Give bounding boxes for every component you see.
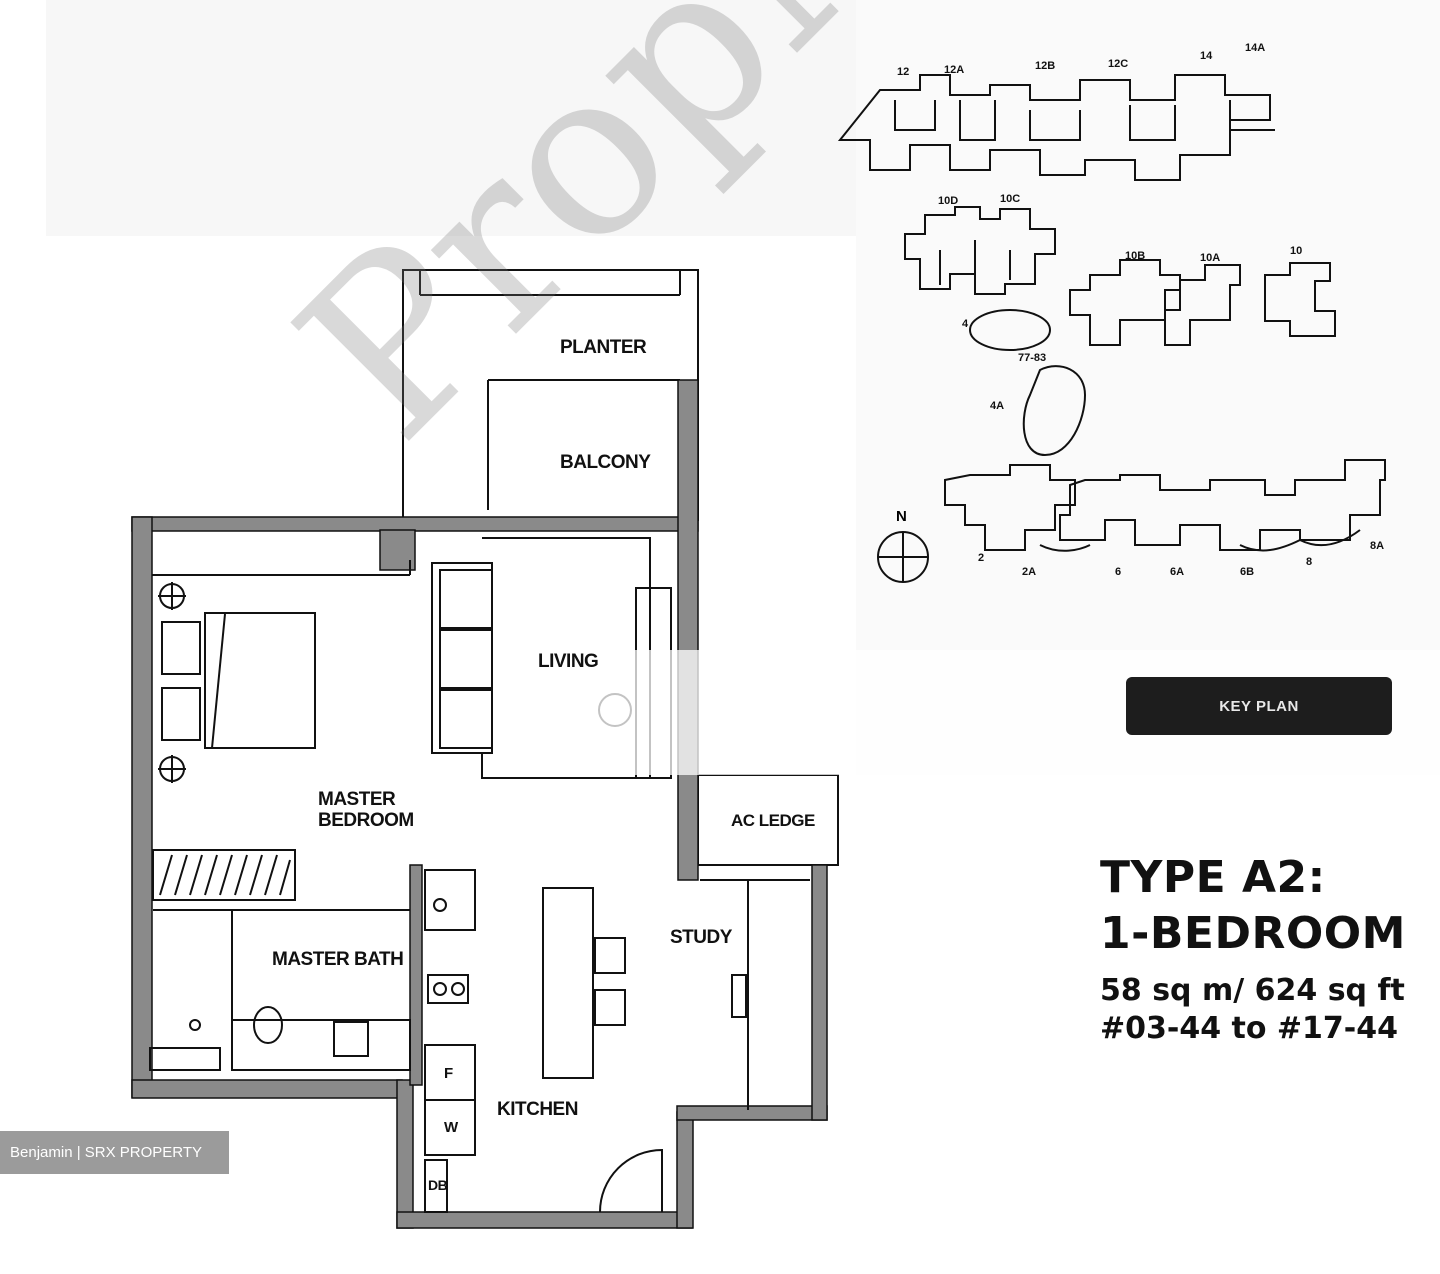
block-label: 8A <box>1370 540 1385 552</box>
block-label: 6A <box>1170 566 1185 578</box>
credit-badge: Benjamin | SRX PROPERTY <box>0 1131 229 1174</box>
block-label: 8 <box>1306 556 1313 568</box>
block-label: 10D <box>938 195 959 207</box>
block-label: 10A <box>1200 252 1221 264</box>
living-label: LIVING <box>538 651 599 672</box>
balcony-label: BALCONY <box>560 452 651 473</box>
block-label: 12B <box>1035 60 1056 72</box>
block-label: 6 <box>1115 566 1122 578</box>
block-label: 2 <box>978 552 985 564</box>
fridge-label: F <box>444 1065 453 1082</box>
kitchen-label: KITCHEN <box>497 1099 578 1120</box>
block-label: 4 <box>962 318 969 330</box>
block-label: 14A <box>1245 42 1266 54</box>
block-label: 4A <box>990 400 1005 412</box>
block-label: 6B <box>1240 566 1255 578</box>
block-label: 12C <box>1108 58 1129 70</box>
block-label: 2A <box>1022 566 1037 578</box>
block-label: 12 <box>897 66 910 78</box>
unit-bedrooms: 1-BEDROOM <box>1100 908 1406 959</box>
study-label: STUDY <box>670 927 732 948</box>
planter-label: PLANTER <box>560 337 647 358</box>
compass-north-label: N <box>896 508 907 525</box>
ac-ledge-label: AC LEDGE <box>731 811 815 830</box>
unit-title-block: TYPE A2: 1-BEDROOM 58 sq m/ 624 sq ft #0… <box>1100 850 1420 1048</box>
key-plan-button[interactable]: KEY PLAN <box>1126 677 1392 735</box>
unit-area: 58 sq m/ 624 sq ft <box>1100 973 1405 1008</box>
top-blank-panel <box>46 0 856 236</box>
block-label: 14 <box>1200 50 1213 62</box>
master-bedroom-label: MASTER BEDROOM <box>318 789 414 831</box>
master-bath-label: MASTER BATH <box>272 949 404 970</box>
block-label: 77-83 <box>1018 352 1047 364</box>
block-label: 12A <box>944 64 965 76</box>
block-label: 10C <box>1000 193 1021 205</box>
unit-type: TYPE A2: <box>1100 852 1326 903</box>
block-label: 10 <box>1290 245 1303 257</box>
block-label: 10B <box>1125 250 1146 262</box>
db-label: DB <box>428 1177 448 1193</box>
unit-numbers: #03-44 to #17-44 <box>1100 1011 1399 1046</box>
site-plan-panel <box>856 0 1440 775</box>
washer-label: W <box>444 1119 458 1136</box>
